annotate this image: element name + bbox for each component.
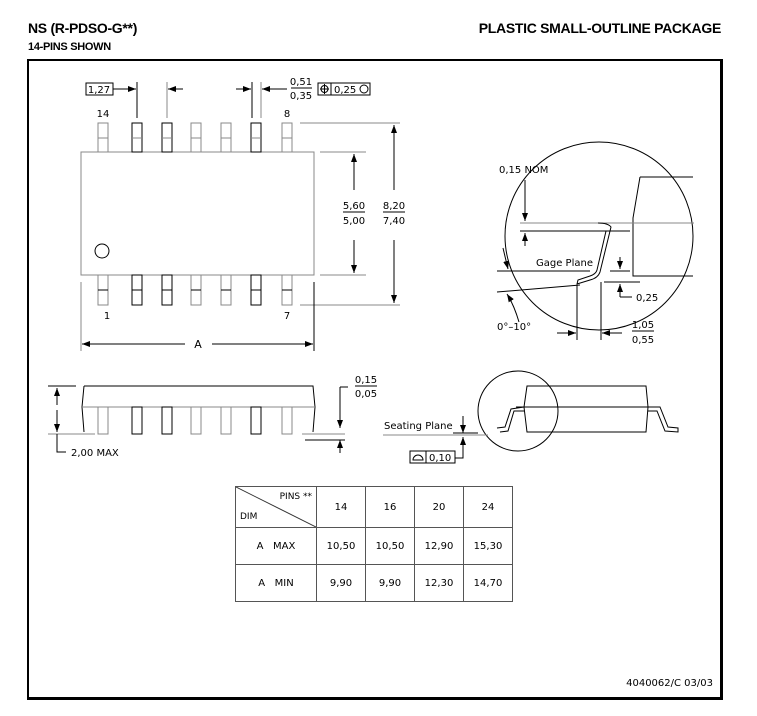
- side-pin: [250, 406, 262, 435]
- pin: [220, 122, 232, 153]
- package-body: [80, 151, 315, 276]
- side-view: 2,00 MAX 0,15 0,05: [48, 375, 377, 459]
- drawing-frame: [27, 59, 723, 700]
- pitch-value: 1,27: [88, 85, 110, 96]
- pin: [220, 274, 232, 306]
- corner-dim-label: DIM: [240, 512, 258, 522]
- bottom-pins: [97, 274, 293, 306]
- gage-plane-label: Gage Plane: [536, 258, 593, 269]
- side-pin: [97, 406, 109, 435]
- side-pin: [220, 406, 232, 435]
- body-width-min: 5,00: [343, 216, 365, 227]
- pin: [190, 274, 202, 306]
- pins-shown-subtitle: 14-PINS SHOWN: [28, 41, 111, 53]
- detail-view: 0,15 NOM Gage Plane 0°–10° 0,25 1,05 0,5…: [496, 141, 694, 346]
- top-pins: [97, 122, 293, 153]
- row-label-limit: MAX: [273, 540, 296, 552]
- pin: [190, 122, 202, 153]
- pin1-indicator: [94, 243, 110, 259]
- coplanarity-box: [409, 450, 456, 464]
- side-detail-body: [523, 385, 649, 433]
- pin: [131, 274, 143, 306]
- pin: [97, 274, 109, 306]
- pin-label-8: 8: [284, 109, 290, 120]
- detail-circle: [504, 141, 694, 331]
- pin: [131, 122, 143, 153]
- position-tolerance-box: [317, 82, 371, 96]
- pin: [97, 122, 109, 153]
- column-header: 16: [365, 486, 415, 528]
- table-corner-cell: PINS ** DIM: [235, 486, 317, 528]
- column-header: 14: [316, 486, 366, 528]
- table-cell: 10,50: [316, 527, 366, 565]
- row-label: A MAX: [235, 527, 317, 565]
- lead-width-min: 0,35: [290, 91, 312, 102]
- pin-label-7: 7: [284, 311, 290, 322]
- side-pin: [281, 406, 293, 435]
- pin: [281, 274, 293, 306]
- height-max-label: 2,00 MAX: [71, 448, 119, 459]
- row-label-dim: A: [256, 540, 264, 552]
- row-label-dim: A: [258, 577, 266, 589]
- top-view: 14 8 1 7 1,27 0,51 0,35 0,25 5,60 5: [80, 77, 405, 351]
- table-row: A MIN 9,90 9,90 12,30 14,70: [235, 564, 513, 602]
- coplanarity-value: 0,10: [429, 453, 451, 464]
- table-cell: 14,70: [463, 564, 513, 602]
- document-id: 4040062/C 03/03: [626, 678, 713, 689]
- foot-length-max: 1,05: [632, 320, 654, 331]
- table-cell: 10,50: [365, 527, 415, 565]
- table-cell: 12,30: [414, 564, 464, 602]
- dimension-table: PINS ** DIM 14 16 20 24 A MAX 10,50 10,5…: [235, 486, 513, 602]
- pin: [161, 274, 173, 306]
- pin: [161, 122, 173, 153]
- row-label: A MIN: [235, 564, 317, 602]
- position-tolerance-value: 0,25: [334, 85, 356, 96]
- table-cell: 9,90: [316, 564, 366, 602]
- side-pins: [97, 406, 293, 435]
- column-header: 20: [414, 486, 464, 528]
- length-label: A: [194, 338, 202, 351]
- table-row: A MAX 10,50 10,50 12,90 15,30: [235, 527, 513, 565]
- pin: [250, 274, 262, 306]
- side-body: [81, 385, 316, 433]
- seating-plane-label: Seating Plane: [384, 421, 453, 432]
- package-code-title: NS (R-PDSO-G**): [28, 20, 138, 36]
- pin: [250, 122, 262, 153]
- standoff-min: 0,05: [355, 389, 377, 400]
- column-header: 24: [463, 486, 513, 528]
- pin-label-1: 1: [104, 311, 110, 322]
- corner-diagonal: [236, 487, 316, 527]
- lead-thickness-label: 0,15 NOM: [499, 165, 548, 176]
- mmc-modifier-icon: [359, 84, 369, 94]
- row-label-limit: MIN: [274, 577, 294, 589]
- profile-surface-icon: [412, 454, 424, 461]
- side-detail-view: Seating Plane 0,10: [383, 370, 679, 464]
- foot-length-min: 0,55: [632, 335, 654, 346]
- side-detail-circle: [477, 370, 559, 452]
- corner-pins-label: PINS **: [279, 492, 312, 502]
- left-lead: [496, 406, 525, 433]
- right-lead: [648, 406, 679, 433]
- table-cell: 15,30: [463, 527, 513, 565]
- lead-width-max: 0,51: [290, 77, 312, 88]
- overall-width-max: 8,20: [383, 201, 405, 212]
- package-name-title: PLASTIC SMALL-OUTLINE PACKAGE: [478, 20, 722, 36]
- overall-width-min: 7,40: [383, 216, 405, 227]
- side-pin: [190, 406, 202, 435]
- pin-label-14: 14: [97, 109, 110, 120]
- angle-arrow: [506, 293, 520, 323]
- detail-body-edge: [632, 176, 693, 277]
- gage-offset-label: 0,25: [636, 293, 658, 304]
- side-pin: [131, 406, 143, 435]
- table-header-row: PINS ** DIM 14 16 20 24: [235, 486, 513, 528]
- body-width-max: 5,60: [343, 201, 365, 212]
- table-cell: 12,90: [414, 527, 464, 565]
- pin: [281, 122, 293, 153]
- angle-label: 0°–10°: [497, 322, 531, 333]
- side-pin: [161, 406, 173, 435]
- detail-lead: [576, 222, 630, 285]
- table-cell: 9,90: [365, 564, 415, 602]
- standoff-max: 0,15: [355, 375, 377, 386]
